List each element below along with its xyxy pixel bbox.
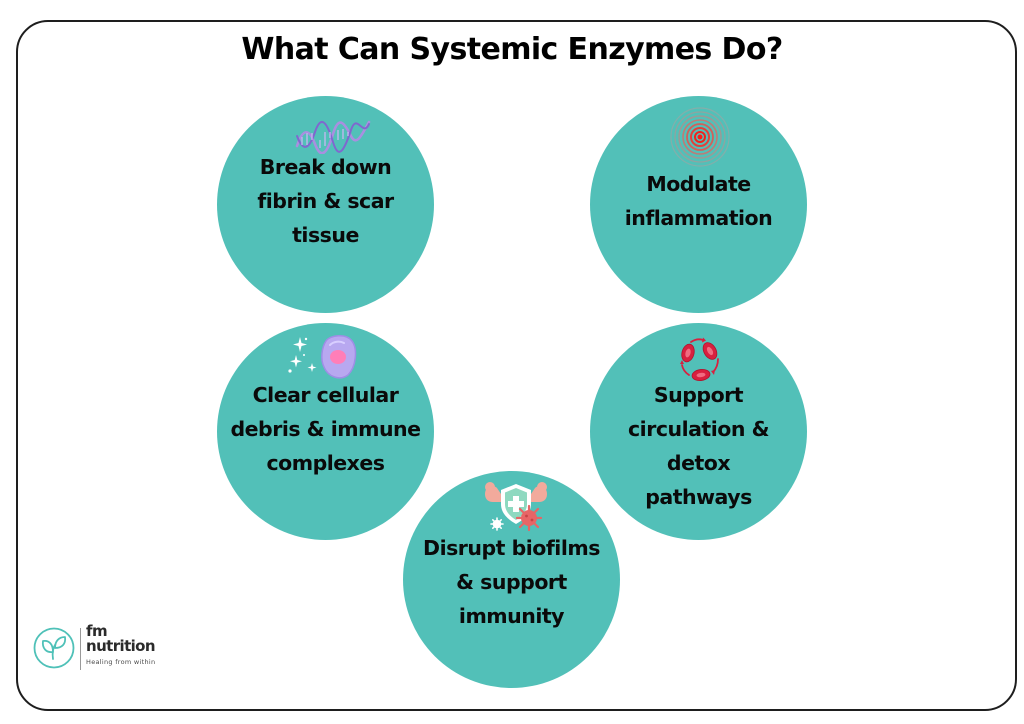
radiating-target-icon xyxy=(669,106,731,172)
immune-shield-virus-icon xyxy=(483,480,549,536)
dna-helix-icon xyxy=(293,118,371,158)
page-title: What Can Systemic Enzymes Do? xyxy=(241,32,783,67)
bubble-break-down-fibrin: Break down fibrin & scar tissue xyxy=(217,96,434,313)
bubble-label: Support circulation & detox pathways xyxy=(628,383,769,509)
poster-frame xyxy=(16,20,1017,711)
bubble-clear-cellular-debris: Clear cellular debris & immune complexes xyxy=(217,323,434,540)
blood-cell-cycle-icon xyxy=(674,337,724,387)
logo-nutrition-text: nutrition xyxy=(86,637,156,655)
fm-nutrition-logo: fm nutrition Healing from within xyxy=(32,624,172,674)
bubble-modulate-inflammation: Modulate inflammation xyxy=(590,96,807,313)
logo-fm-text: fm xyxy=(86,622,108,640)
leaf-sprout-icon xyxy=(32,626,76,674)
bubble-label: Clear cellular debris & immune complexes xyxy=(230,383,421,475)
bubble-disrupt-biofilms: Disrupt biofilms & support immunity xyxy=(403,471,620,688)
sparkling-cell-icon xyxy=(286,333,366,385)
bubble-label: Modulate inflammation xyxy=(624,172,773,230)
bubble-support-circulation: Support circulation & detox pathways xyxy=(590,323,807,540)
bubble-label: Disrupt biofilms & support immunity xyxy=(423,536,600,628)
logo-divider xyxy=(80,628,81,670)
logo-tagline: Healing from within xyxy=(86,658,156,666)
bubble-label: Break down fibrin & scar tissue xyxy=(257,155,394,247)
